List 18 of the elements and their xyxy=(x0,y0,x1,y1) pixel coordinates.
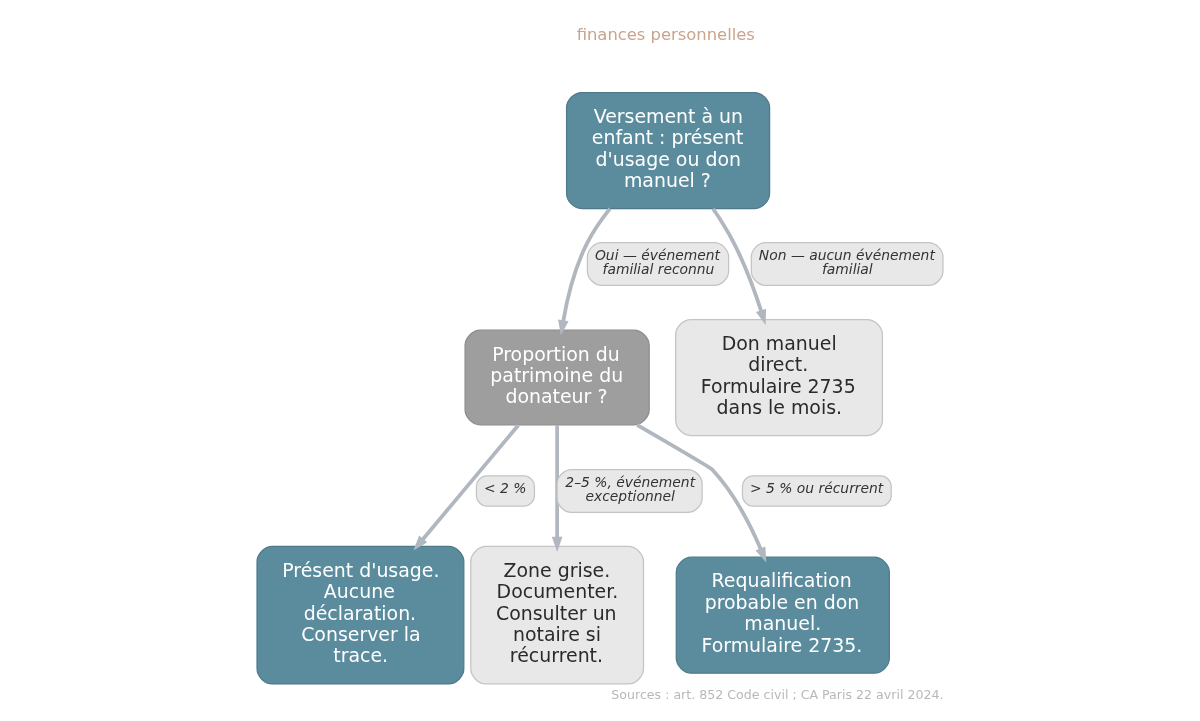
arrow xyxy=(636,423,767,563)
edge-label: > 5 % ou récurrent xyxy=(750,480,884,497)
node-box: Zone grise. Documenter. Consulter un notaire si récurrent. xyxy=(470,545,645,685)
arrow xyxy=(711,207,767,325)
caption: Sources : art. 852 Code civil ; CA Paris 22 avril 2024. xyxy=(611,687,944,703)
node-box: Présent d'usage. Aucune déclaration. Conserver la trace. xyxy=(256,545,465,685)
edge-label: Non — aucun événement familial xyxy=(758,247,935,277)
arrow xyxy=(558,207,612,336)
node-box: Requalification probable en don manuel. Formulaire 2735. xyxy=(675,556,890,674)
node-box: Versement à un enfant : présent d'usage ou don manuel ? xyxy=(565,91,771,210)
edge-label: 2–5 %, événement exceptionnel xyxy=(565,473,696,504)
edge-label: < 2 % xyxy=(484,480,527,497)
edge-label: Oui — événement familial reconnu xyxy=(594,247,720,277)
node-box: Proportion du patrimoine du donateur ? xyxy=(464,329,650,426)
node-box: Don manuel direct. Formulaire 2735 dans le mois. xyxy=(675,318,884,437)
arrow xyxy=(413,424,520,551)
arrow xyxy=(551,425,563,552)
label: finances personnelles xyxy=(576,25,755,45)
